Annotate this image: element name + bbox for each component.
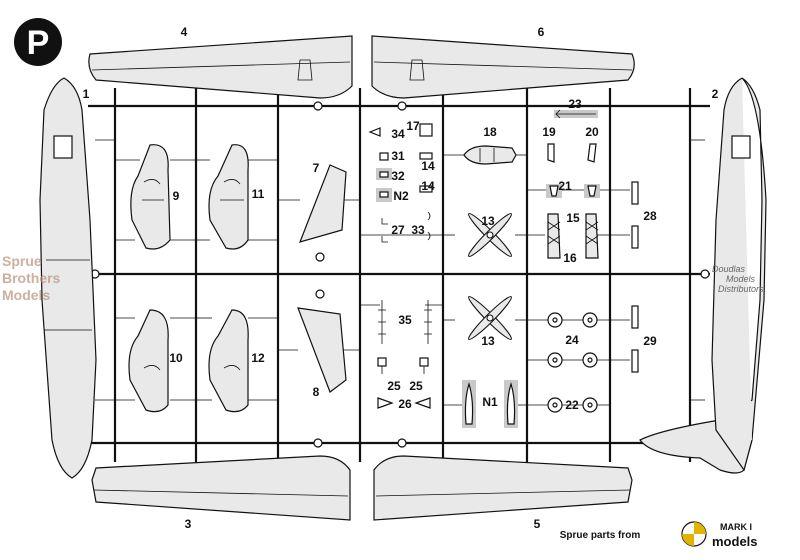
label-part-28: 28 bbox=[643, 209, 657, 223]
part-2-fuselage-right bbox=[639, 77, 767, 474]
part-7-flap bbox=[299, 164, 347, 243]
watermark-left: Sprue Brothers Models bbox=[2, 253, 61, 303]
label-part-16: 16 bbox=[563, 251, 577, 265]
label-part-n1: N1 bbox=[482, 395, 498, 409]
part-23-antenna bbox=[554, 109, 598, 119]
label-part-4: 4 bbox=[181, 25, 188, 39]
label-part-34: 34 bbox=[391, 127, 405, 141]
part-19-20-small bbox=[547, 143, 597, 163]
label-part-20: 20 bbox=[585, 125, 599, 139]
label-part-9: 9 bbox=[173, 189, 180, 203]
watermark-left-line1: Sprue bbox=[2, 253, 42, 269]
label-part-n2: N2 bbox=[393, 189, 409, 203]
part-12-nacelle bbox=[208, 309, 249, 413]
label-part-22: 22 bbox=[565, 398, 579, 412]
label-part-17: 17 bbox=[406, 119, 420, 133]
label-part-25a: 25 bbox=[387, 379, 401, 393]
part-4-wing-upper-left bbox=[88, 35, 353, 99]
label-part-14b: 14 bbox=[421, 179, 435, 193]
watermark-right-line1: Doudlas bbox=[712, 264, 746, 274]
part-15-16-gear-bays bbox=[547, 213, 599, 259]
label-part-5: 5 bbox=[534, 517, 541, 531]
small-parts-column bbox=[368, 123, 433, 409]
label-part-1: 1 bbox=[83, 87, 90, 101]
part-24-22-wheels bbox=[547, 312, 598, 413]
label-part-18: 18 bbox=[483, 125, 497, 139]
brand-top: MARK I bbox=[720, 522, 752, 532]
part-labels: 4 6 1 2 3 5 7 8 9 11 10 12 34 17 31 14 3… bbox=[83, 25, 719, 531]
label-part-15: 15 bbox=[566, 211, 580, 225]
watermark-left-line3: Models bbox=[2, 287, 50, 303]
label-part-35: 35 bbox=[398, 313, 412, 327]
label-part-19: 19 bbox=[542, 125, 556, 139]
label-part-31: 31 bbox=[391, 149, 405, 163]
watermark-right-line3: Distributors bbox=[718, 284, 764, 294]
label-part-6: 6 bbox=[538, 25, 545, 39]
label-part-25b: 25 bbox=[409, 379, 423, 393]
sprue-letter: P bbox=[27, 24, 50, 62]
watermark-left-line2: Brothers bbox=[2, 270, 61, 286]
label-part-27: 27 bbox=[391, 223, 405, 237]
sprue-letter-badge bbox=[14, 18, 62, 66]
part-5-wing-lower-right bbox=[373, 455, 633, 521]
part-1-fuselage-left bbox=[39, 77, 97, 479]
watermark-right: Doudlas Models Distributors bbox=[712, 264, 764, 294]
label-part-24: 24 bbox=[565, 333, 579, 347]
footer-credit: Sprue parts from bbox=[560, 530, 641, 541]
part-6-wing-upper-right bbox=[371, 35, 635, 99]
part-28-29-struts bbox=[631, 181, 639, 373]
part-9-nacelle bbox=[130, 144, 171, 250]
label-part-26: 26 bbox=[398, 397, 412, 411]
mark-i-logo: MARK I models bbox=[681, 521, 758, 549]
part-8-flap bbox=[297, 307, 347, 393]
part-18-canopy bbox=[463, 145, 517, 165]
label-part-8: 8 bbox=[313, 385, 320, 399]
part-n1-spinners bbox=[462, 380, 518, 428]
label-part-32: 32 bbox=[391, 169, 405, 183]
label-part-3: 3 bbox=[185, 517, 192, 531]
part-3-wing-lower-left bbox=[91, 455, 351, 521]
label-part-29: 29 bbox=[643, 334, 657, 348]
part-10-nacelle bbox=[128, 309, 169, 413]
sprue-frame bbox=[88, 88, 710, 462]
label-part-33: 33 bbox=[411, 223, 425, 237]
part-11-nacelle bbox=[208, 144, 249, 250]
label-part-21: 21 bbox=[558, 179, 572, 193]
watermark-right-line2: Models bbox=[726, 274, 756, 284]
part-21-small bbox=[546, 184, 600, 198]
part-13-propeller-top bbox=[468, 213, 512, 257]
label-part-10: 10 bbox=[169, 351, 183, 365]
label-part-11: 11 bbox=[252, 187, 265, 201]
label-part-12: 12 bbox=[251, 351, 265, 365]
label-part-13a: 13 bbox=[481, 214, 495, 228]
part-13-propeller-bottom bbox=[468, 296, 512, 340]
label-part-14a: 14 bbox=[421, 159, 435, 173]
brand-bottom: models bbox=[712, 534, 758, 549]
label-part-13b: 13 bbox=[481, 334, 495, 348]
label-part-2: 2 bbox=[712, 87, 719, 101]
label-part-7: 7 bbox=[313, 161, 320, 175]
label-part-23: 23 bbox=[568, 97, 582, 111]
